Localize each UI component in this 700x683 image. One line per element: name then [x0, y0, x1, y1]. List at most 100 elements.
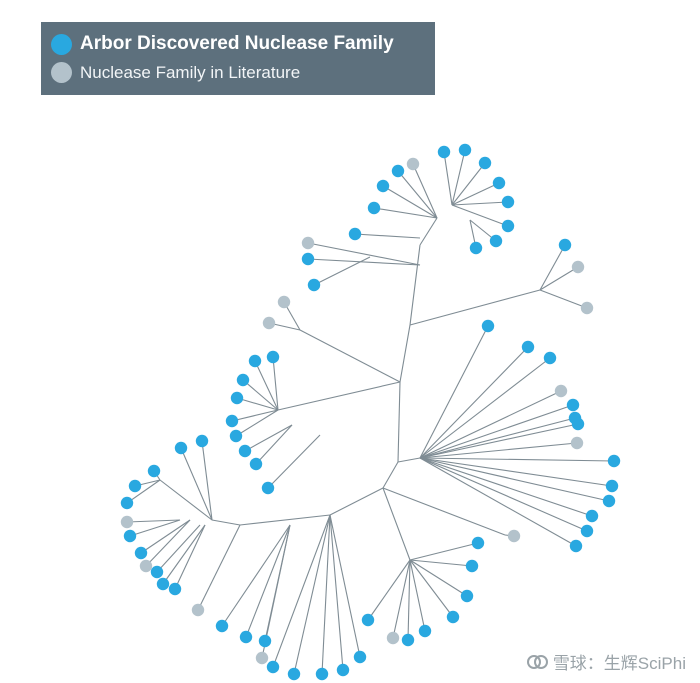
- leaf-branch: [126, 519, 181, 523]
- leaf-branch: [419, 457, 588, 532]
- leaf-branch: [409, 559, 426, 632]
- leaf-branch: [245, 524, 291, 638]
- leaf-node-literature: [255, 651, 269, 665]
- leaf-node-discovered: [336, 663, 350, 677]
- tree-branch: [299, 329, 401, 383]
- leaf-branch: [244, 424, 293, 452]
- leaf-branch: [539, 266, 579, 291]
- leaf-node-discovered: [225, 414, 239, 428]
- leaf-node-discovered: [120, 496, 134, 510]
- leaf-node-discovered: [521, 340, 535, 354]
- leaf-node-discovered: [580, 524, 594, 538]
- leaf-branch: [451, 204, 509, 227]
- leaf-node-discovered: [261, 481, 275, 495]
- leaf-branch: [419, 357, 551, 459]
- legend-label-literature: Nuclease Family in Literature: [80, 62, 301, 82]
- leaf-node-discovered: [174, 441, 188, 455]
- leaf-branch: [145, 519, 191, 567]
- leaf-branch: [419, 457, 593, 517]
- watermark-text: 雪球：生辉SciPhi: [552, 654, 686, 673]
- leaf-node-discovered: [238, 444, 252, 458]
- leaf-branch: [419, 346, 529, 459]
- leaf-branch: [180, 447, 213, 521]
- leaf-branch: [451, 149, 466, 206]
- leaf-node-discovered: [418, 624, 432, 638]
- leaf-branch: [419, 457, 615, 462]
- leaf-node-discovered: [446, 610, 460, 624]
- leaf-node-discovered: [315, 667, 329, 681]
- leaf-branch: [140, 519, 191, 554]
- leaf-branch: [126, 479, 161, 504]
- leaf-branch: [367, 559, 411, 621]
- leaf-branch: [174, 524, 206, 590]
- leaf-node-discovered: [239, 630, 253, 644]
- leaf-node-discovered: [168, 582, 182, 596]
- leaf-node-discovered: [478, 156, 492, 170]
- tree-branch: [277, 381, 401, 411]
- leaf-node-discovered: [307, 278, 321, 292]
- leaf-node-discovered: [607, 454, 621, 468]
- leaf-branch: [156, 524, 201, 573]
- leaf-node-discovered: [266, 350, 280, 364]
- leaf-branch: [419, 390, 562, 459]
- leaf-node-discovered: [123, 529, 137, 543]
- tree-branch: [409, 244, 421, 326]
- leaf-branch: [412, 163, 438, 219]
- leaf-node-discovered: [128, 479, 142, 493]
- legend-item-literature: Nuclease Family in Literature: [51, 62, 300, 83]
- leaf-branch: [419, 417, 576, 459]
- leaf-node-literature: [386, 631, 400, 645]
- leaf-branch: [539, 289, 588, 309]
- leaf-node-discovered: [249, 457, 263, 471]
- leaf-branch: [272, 514, 331, 668]
- leaf-branch: [231, 409, 279, 422]
- leaf-node-discovered: [401, 633, 415, 647]
- leaf-node-discovered: [571, 417, 585, 431]
- leaf-node-discovered: [348, 227, 362, 241]
- leaf-node-literature: [277, 295, 291, 309]
- leaf-branch: [162, 524, 206, 585]
- leaf-node-literature: [301, 236, 315, 250]
- leaf-node-discovered: [236, 373, 250, 387]
- leaf-node-discovered: [367, 201, 381, 215]
- leaf-branch: [272, 356, 279, 411]
- tree-leaves: [120, 143, 621, 681]
- leaf-node-discovered: [287, 667, 301, 681]
- leaf-node-discovered: [569, 539, 583, 553]
- tree-branch: [329, 487, 384, 516]
- leaf-branch: [254, 360, 279, 411]
- leaf-node-discovered: [492, 176, 506, 190]
- legend-label-discovered: Arbor Discovered Nuclease Family: [80, 33, 394, 54]
- leaf-branch: [419, 457, 577, 547]
- leaf-branch: [307, 258, 421, 266]
- tree-branch: [419, 217, 438, 246]
- leaf-branch: [235, 409, 279, 437]
- snowball-logo-icon: [526, 654, 548, 669]
- leaf-node-literature: [406, 157, 420, 171]
- leaf-branch: [451, 182, 500, 206]
- leaf-node-discovered: [376, 179, 390, 193]
- leaf-branch: [201, 440, 213, 521]
- leaf-branch: [129, 519, 181, 537]
- tree-branch: [159, 479, 213, 521]
- leaf-node-discovered: [195, 434, 209, 448]
- leaf-node-discovered: [147, 464, 161, 478]
- leaf-node-literature: [571, 260, 585, 274]
- leaf-branch: [382, 185, 438, 219]
- leaf-branch: [236, 397, 279, 411]
- leaf-node-discovered: [437, 145, 451, 159]
- leaf-branch: [329, 514, 344, 671]
- leaf-node-discovered: [481, 319, 495, 333]
- watermark: 雪球：生辉SciPhi: [526, 649, 686, 674]
- leaf-node-literature: [191, 603, 205, 617]
- tree-branch: [397, 457, 421, 463]
- leaf-branch: [392, 559, 411, 639]
- leaf-node-literature: [580, 301, 594, 315]
- leaf-branch: [293, 514, 331, 675]
- tree-branch: [409, 289, 541, 326]
- leaf-branch: [397, 170, 438, 219]
- leaf-node-discovered: [543, 351, 557, 365]
- leaf-branch: [419, 457, 610, 502]
- tree-branch: [399, 324, 411, 383]
